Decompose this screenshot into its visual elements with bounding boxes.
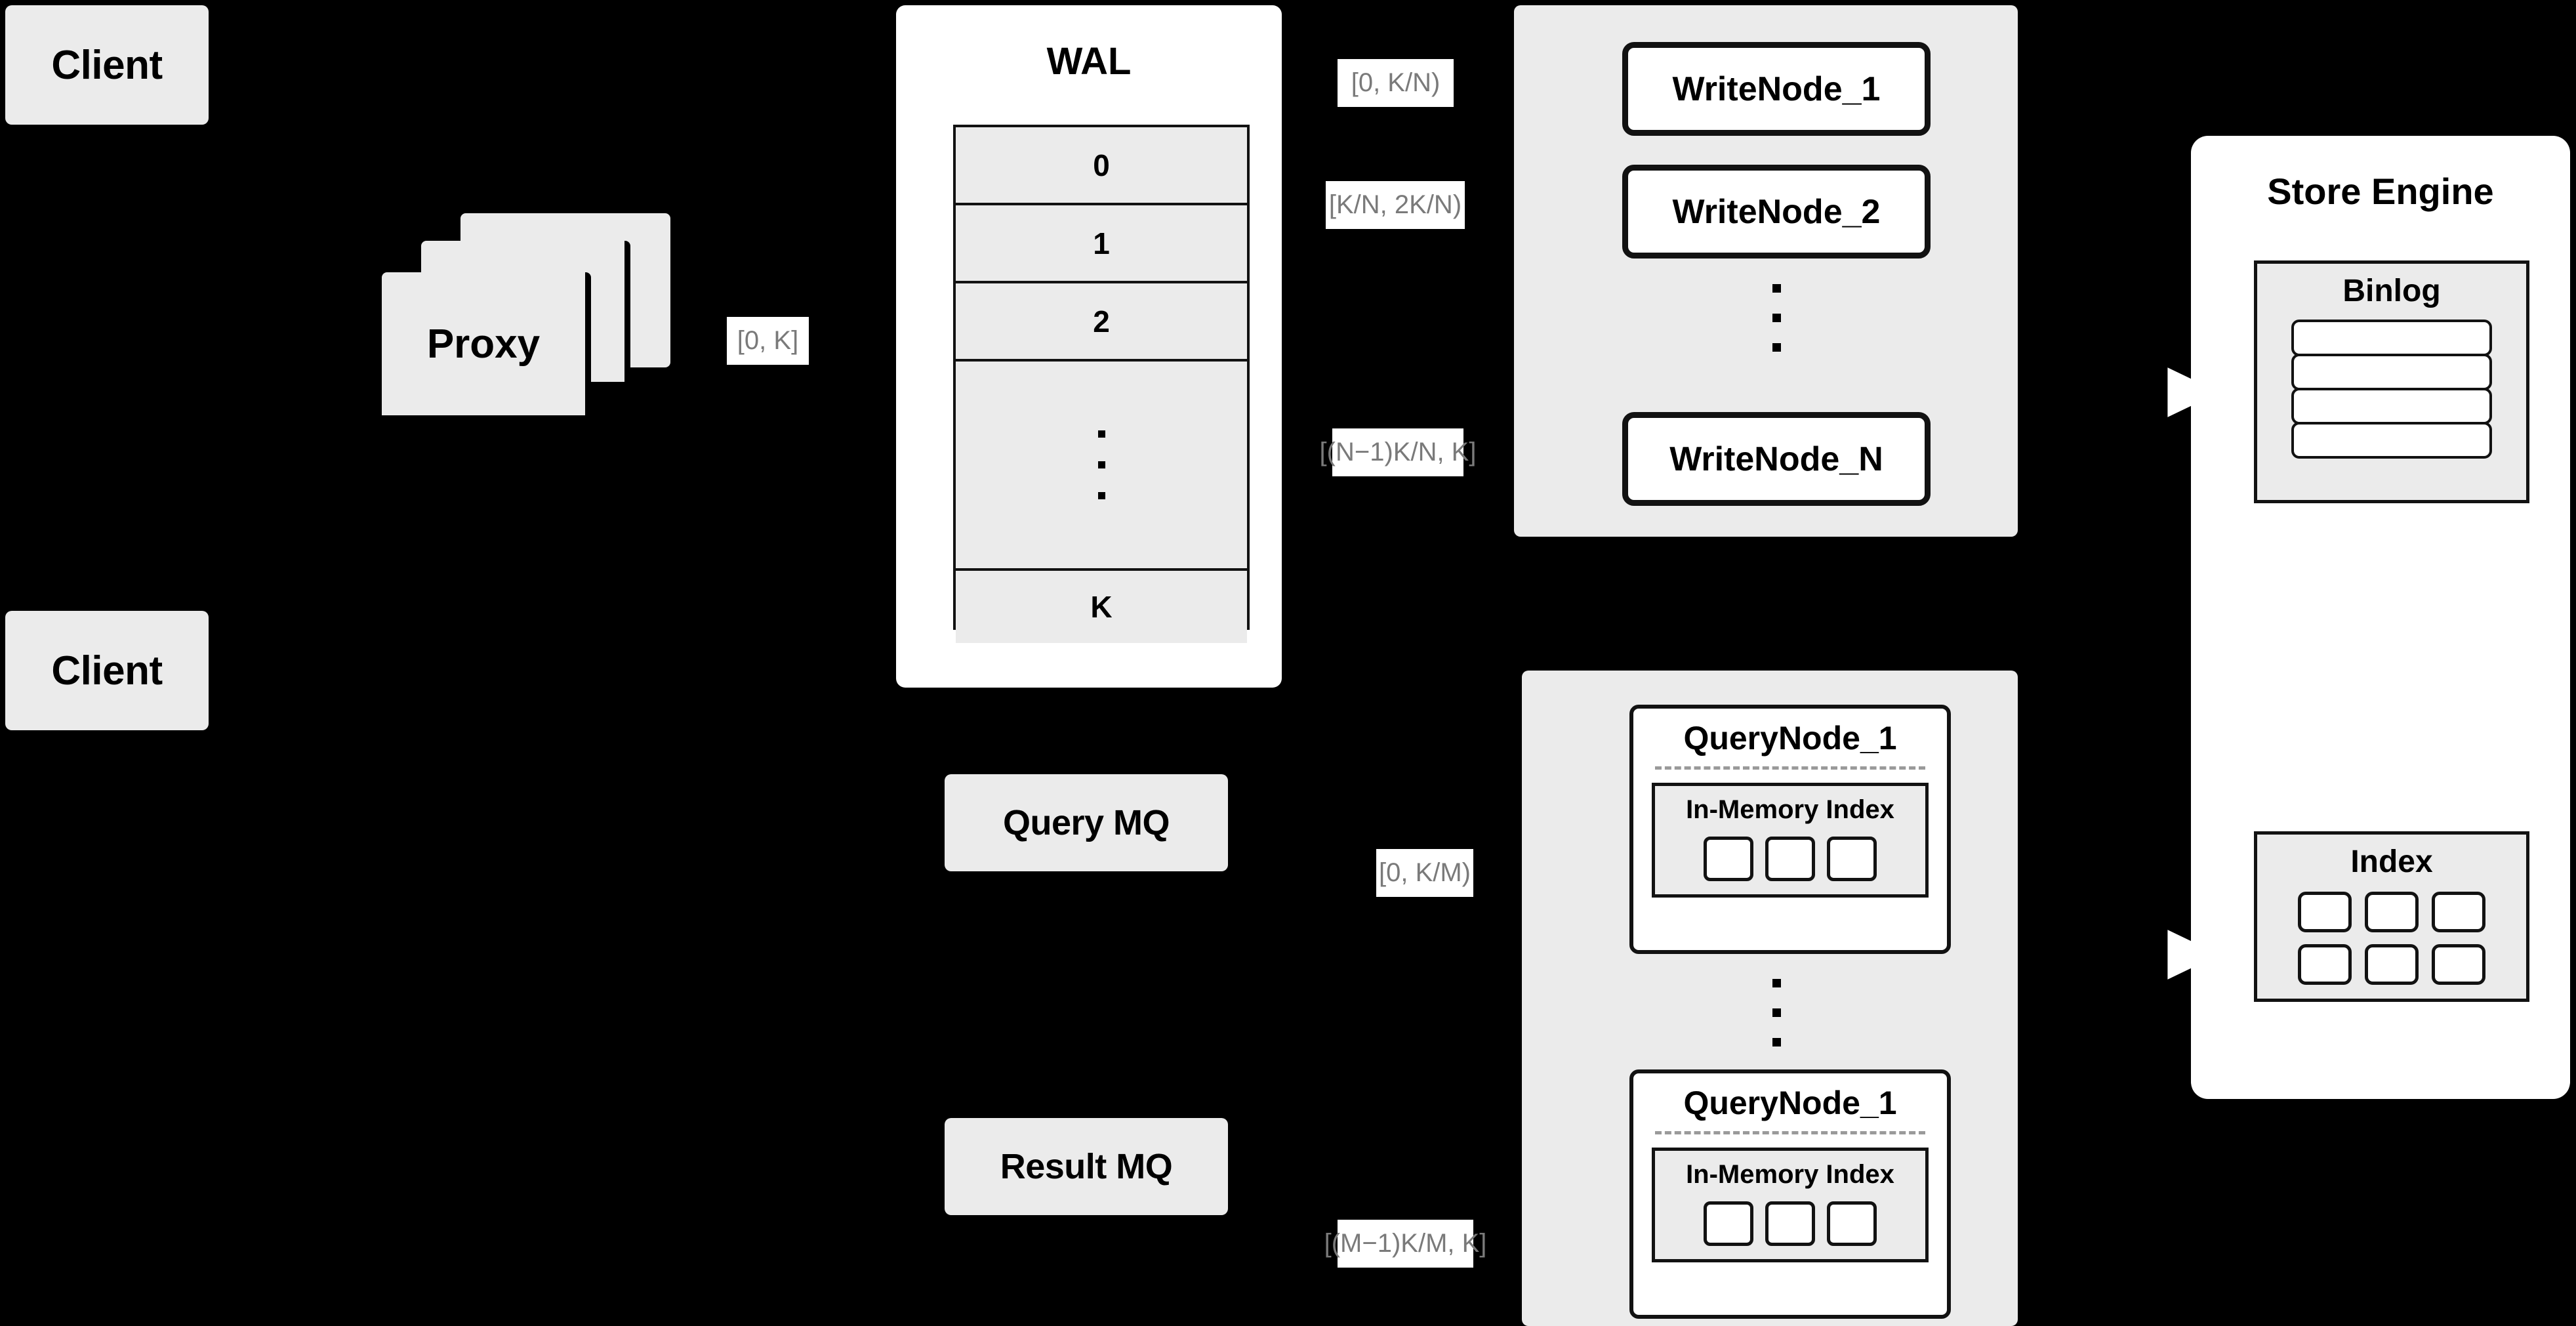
index-section: Index xyxy=(2254,831,2529,1002)
query-node-1[interactable]: QueryNode_1 In-Memory Index xyxy=(1629,705,1951,954)
binlog-row xyxy=(2291,354,2492,390)
index-cell xyxy=(2365,892,2419,932)
query-mq-node[interactable]: Query MQ xyxy=(945,774,1228,871)
index-cell xyxy=(2298,944,2352,985)
range-label-text: [K/N, 2K/N) xyxy=(1328,190,1462,219)
wal-panel: WAL 0 1 2 K xyxy=(896,5,1282,688)
binlog-title: Binlog xyxy=(2342,274,2441,308)
binlog-section: Binlog xyxy=(2254,260,2529,503)
proxy-label: Proxy xyxy=(426,321,541,367)
client-label-bottom: Client xyxy=(51,648,163,694)
write-node-n-label: WriteNode_N xyxy=(1669,440,1883,478)
range-label-proxy-to-wal: [0, K] xyxy=(727,317,809,365)
wal-entry: 1 xyxy=(956,205,1247,283)
query-mq-label: Query MQ xyxy=(1002,803,1170,842)
ellipsis-dot xyxy=(1097,492,1105,499)
range-label-querynode-m: [(M−1)K/M, K] xyxy=(1324,1220,1486,1268)
query-node-1-memory-index: In-Memory Index xyxy=(1652,783,1929,898)
store-engine-title: Store Engine xyxy=(2267,171,2494,212)
segment-slot xyxy=(1765,1201,1815,1246)
query-node-1-label: QueryNode_1 xyxy=(1683,720,1897,756)
query-node-cluster: QueryNode_1 In-Memory Index QueryNode_1 … xyxy=(1522,671,2018,1326)
segment-slot xyxy=(1703,837,1753,881)
query-cluster-ellipsis xyxy=(1772,979,1781,1046)
range-label-text: [0, K] xyxy=(737,326,799,355)
write-node-2-label: WriteNode_2 xyxy=(1672,192,1881,231)
ellipsis-dot xyxy=(1772,979,1781,987)
write-cluster-ellipsis xyxy=(1772,284,1781,352)
wal-ellipsis xyxy=(956,362,1247,571)
query-node-m-divider xyxy=(1655,1131,1925,1134)
index-cell xyxy=(2298,892,2352,932)
segment-slot xyxy=(1765,837,1815,881)
write-node-2[interactable]: WriteNode_2 xyxy=(1622,165,1931,259)
index-cell xyxy=(2432,892,2485,932)
ellipsis-dot xyxy=(1772,314,1781,322)
store-engine-panel: Store Engine Binlog Index xyxy=(2191,136,2570,1099)
write-node-1[interactable]: WriteNode_1 xyxy=(1622,42,1931,136)
wal-entry: 0 xyxy=(956,127,1247,205)
range-label-text: [(N−1)K/N, K] xyxy=(1319,438,1477,466)
query-node-1-divider xyxy=(1655,766,1925,770)
client-node-bottom[interactable]: Client xyxy=(5,611,209,730)
memory-index-title: In-Memory Index xyxy=(1686,795,1894,824)
index-title: Index xyxy=(2350,844,2433,879)
write-node-1-label: WriteNode_1 xyxy=(1672,70,1881,108)
range-label-writenode-n: [(N−1)K/N, K] xyxy=(1320,428,1476,476)
wal-entry-last: K xyxy=(956,571,1247,643)
ellipsis-dot xyxy=(1097,461,1105,468)
write-node-n[interactable]: WriteNode_N xyxy=(1622,412,1931,506)
memory-index-segments xyxy=(1703,1201,1877,1246)
result-mq-node[interactable]: Result MQ xyxy=(945,1118,1228,1215)
proxy-node[interactable]: Proxy xyxy=(382,213,670,430)
ellipsis-dot xyxy=(1097,430,1105,438)
range-label-text: [0, K/M) xyxy=(1378,858,1471,887)
client-label-top: Client xyxy=(51,42,163,88)
wal-title: WAL xyxy=(1046,40,1132,83)
result-mq-label: Result MQ xyxy=(1000,1147,1173,1186)
proxy-card-front: Proxy xyxy=(382,272,591,421)
index-cell-grid xyxy=(2298,892,2485,985)
ellipsis-dot xyxy=(1772,1038,1781,1046)
segment-slot xyxy=(1826,837,1877,881)
segment-slot xyxy=(1826,1201,1877,1246)
write-node-cluster: WriteNode_1 WriteNode_2 WriteNode_N xyxy=(1514,5,2018,537)
wal-entry-list: 0 1 2 K xyxy=(953,125,1250,643)
ellipsis-dot xyxy=(1772,284,1781,293)
binlog-row xyxy=(2291,422,2492,459)
range-label-querynode-1: [0, K/M) xyxy=(1376,849,1473,897)
client-node-top[interactable]: Client xyxy=(5,5,209,125)
range-label-writenode-2: [K/N, 2K/N) xyxy=(1326,181,1465,229)
wal-entry: 2 xyxy=(956,283,1247,362)
binlog-row xyxy=(2291,320,2492,356)
index-cell xyxy=(2365,944,2419,985)
query-node-m-memory-index: In-Memory Index xyxy=(1652,1148,1929,1262)
index-cell xyxy=(2432,944,2485,985)
query-node-m-label: QueryNode_1 xyxy=(1683,1085,1897,1121)
ellipsis-dot xyxy=(1772,1008,1781,1017)
binlog-row-list xyxy=(2291,320,2492,459)
query-node-m[interactable]: QueryNode_1 In-Memory Index xyxy=(1629,1069,1951,1319)
segment-slot xyxy=(1703,1201,1753,1246)
binlog-row xyxy=(2291,388,2492,425)
range-label-text: [(M−1)K/M, K] xyxy=(1324,1229,1487,1258)
range-label-text: [0, K/N) xyxy=(1351,68,1441,97)
memory-index-title: In-Memory Index xyxy=(1686,1160,1894,1189)
ellipsis-dot xyxy=(1772,343,1781,352)
memory-index-segments xyxy=(1703,837,1877,881)
range-label-writenode-1: [0, K/N) xyxy=(1338,59,1454,107)
